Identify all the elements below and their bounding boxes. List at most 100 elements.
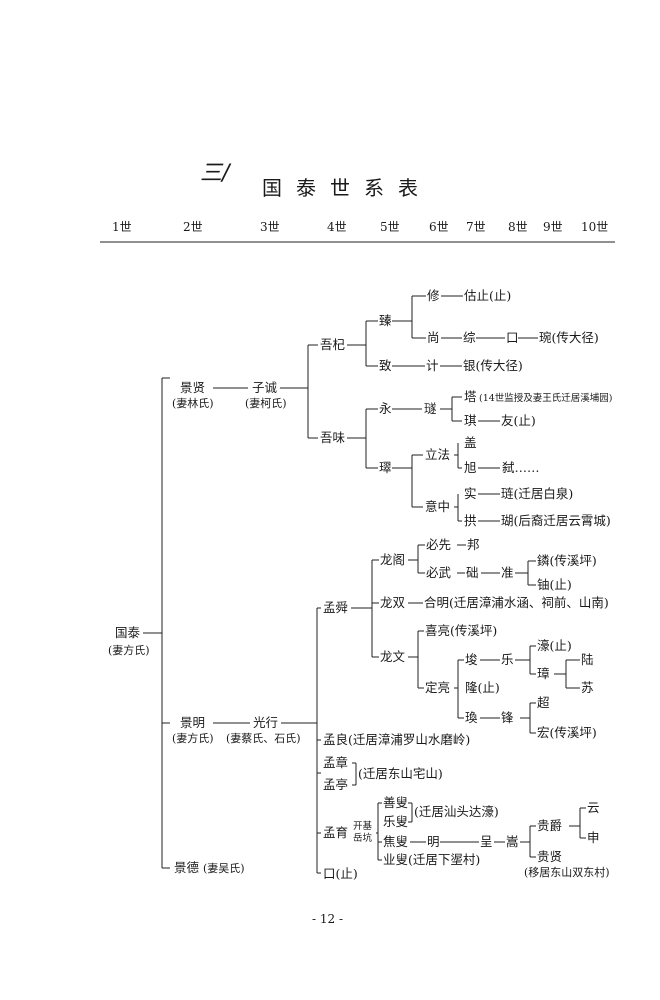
person-xu: 旭 xyxy=(464,460,477,475)
person-mengshun: 孟舜 xyxy=(323,600,349,615)
person-shan: 瑚(后裔迁居云霄城) xyxy=(501,513,611,528)
spouse-zicheng: (妻柯氏) xyxy=(245,397,287,410)
person-zong: 综 xyxy=(463,330,476,345)
spouse-guotai: (妻方氏) xyxy=(108,644,150,657)
note-ta: (14世监授及妻王氏迁居溪埔园) xyxy=(479,393,613,404)
person-guotai: 国泰 xyxy=(115,625,141,640)
person-yong: 永 xyxy=(379,401,392,416)
person-you: 友(止) xyxy=(501,413,536,428)
person-shansou: 善叟 xyxy=(383,795,409,810)
person-jingxian: 景贤 xyxy=(180,380,206,395)
person-bang: 邦 xyxy=(467,537,480,552)
person-gai: 盖 xyxy=(464,435,477,450)
person-shi: 弑…… xyxy=(502,460,540,475)
person-mengliang: 孟良(迁居漳浦罗山水磨岭) xyxy=(323,732,471,747)
person-gong: 拱 xyxy=(464,513,477,528)
note-guixian: (移居东山双东村) xyxy=(524,866,610,879)
note-shansou: (迁居汕头达濠) xyxy=(414,804,499,819)
page-title: 国泰世系表 xyxy=(262,176,432,200)
person-you2: 铀(止) xyxy=(537,577,572,592)
person-guijue: 贵爵 xyxy=(537,818,563,833)
handwritten-mark: 三/ xyxy=(200,161,230,186)
note-mengting: (迁居东山宅山) xyxy=(358,766,443,781)
person-jingming: 景明 xyxy=(180,715,206,730)
person-chu: 础 xyxy=(466,565,479,580)
spouse-jingde: (妻吴氏) xyxy=(203,862,245,875)
person-longwen: 龙文 xyxy=(380,649,406,664)
person-wuqi: 吾杞 xyxy=(320,337,346,352)
person-shi2: 实 xyxy=(464,486,477,501)
person-kou: 口 xyxy=(506,330,519,345)
person-xiu: 修 xyxy=(427,288,440,303)
person-kouzhi: 口(止) xyxy=(323,866,358,881)
person-yun: 云 xyxy=(587,800,600,815)
person-mengyu: 孟育 xyxy=(323,825,349,840)
spouse-guangxing: (妻蔡氏、石氏) xyxy=(226,732,301,745)
person-le: 乐 xyxy=(501,652,514,667)
generation-header-9: 9世 xyxy=(543,220,563,234)
person-ta: 塔 xyxy=(464,389,477,404)
person-huan: 瑍 xyxy=(465,710,478,725)
person-zhi2: 璻 xyxy=(379,460,392,475)
person-longshuang: 龙双 xyxy=(380,595,406,610)
person-guzhi: 估止(止) xyxy=(464,288,512,303)
person-zicheng: 子诚 xyxy=(252,380,278,395)
person-guixian: 贵贤 xyxy=(537,849,563,864)
person-shen: 申 xyxy=(587,830,600,845)
generation-header-3: 3世 xyxy=(260,220,280,234)
person-lu: 陆 xyxy=(581,652,594,667)
person-zhang: 璋 xyxy=(537,666,550,681)
generation-header-2: 2世 xyxy=(183,220,203,234)
person-lifa: 立法 xyxy=(425,447,451,462)
person-dingliang: 定亮 xyxy=(425,680,451,695)
person-wuwei: 吾味 xyxy=(320,430,346,445)
generation-header-5: 5世 xyxy=(380,220,400,234)
person-ji: 计 xyxy=(426,358,439,373)
person-jun: 埈 xyxy=(465,652,478,667)
spouse-jingming: (妻方氏) xyxy=(172,732,214,745)
person-lesou: 乐叟 xyxy=(383,814,409,829)
person-zhen: 臻 xyxy=(379,313,392,328)
person-hong: 宏(传溪坪) xyxy=(537,725,597,740)
person-yizhong: 意中 xyxy=(425,499,451,514)
person-song: 嵩 xyxy=(506,834,519,849)
person-yesou: 业叟(迁居下埿村) xyxy=(383,852,481,867)
generation-header-7: 7世 xyxy=(466,220,486,234)
generation-header-4: 4世 xyxy=(327,220,347,234)
person-lin: 鏻(传溪坪) xyxy=(537,553,597,568)
person-mengzhang: 孟章 xyxy=(323,755,349,770)
person-cheng: 呈 xyxy=(480,834,493,849)
generation-header-8: 8世 xyxy=(508,220,528,234)
person-chao: 超 xyxy=(537,695,550,710)
person-longge: 龙阁 xyxy=(380,552,406,567)
person-lian: 琏(迁居白泉) xyxy=(501,486,574,501)
person-guangxing: 光行 xyxy=(253,715,279,730)
person-ming: 明 xyxy=(427,834,440,849)
person-heming: 合明(迁居漳浦水涵、祠前、山南) xyxy=(424,595,609,610)
page-number: - 12 - xyxy=(312,912,344,926)
person-qi: 琪 xyxy=(464,413,477,428)
person-su: 苏 xyxy=(581,680,594,695)
label-yuekeng: 岳坑 xyxy=(353,833,373,844)
generation-header-10: 10世 xyxy=(581,220,609,234)
person-hao: 濠(止) xyxy=(537,638,572,653)
person-zhi: 致 xyxy=(379,358,392,373)
person-wan: 琬(传大径) xyxy=(539,330,599,345)
person-long: 隆(止) xyxy=(465,680,500,695)
person-feng: 锋 xyxy=(501,710,514,725)
spouse-jingxian: (妻林氏) xyxy=(172,397,214,410)
label-kaiji: 开基 xyxy=(353,821,373,832)
person-biwu: 必武 xyxy=(426,565,452,580)
person-jiaosou: 焦叟 xyxy=(383,834,409,849)
person-bixian: 必先 xyxy=(426,537,452,552)
person-zhun: 准 xyxy=(501,565,514,580)
generation-header-1: 1世 xyxy=(112,220,132,234)
person-xie: 璲 xyxy=(424,401,437,416)
person-shang: 尚 xyxy=(427,330,440,345)
person-jingde: 景德 xyxy=(174,860,200,875)
person-yin: 银(传大径) xyxy=(463,358,523,373)
person-mengting: 孟亭 xyxy=(323,777,349,792)
generation-header-6: 6世 xyxy=(429,220,449,234)
person-xiliang: 喜亮(传溪坪) xyxy=(425,623,498,638)
